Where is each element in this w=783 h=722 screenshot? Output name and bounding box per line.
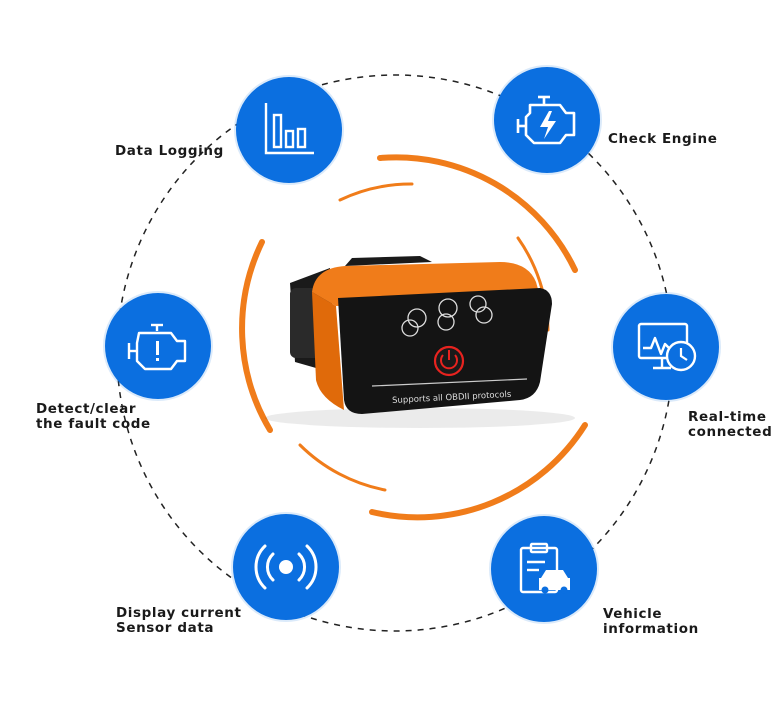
label-realtime-line1: Real-time — [688, 409, 767, 425]
label-realtime: Real-time connected — [688, 410, 772, 440]
power-button — [433, 345, 465, 377]
check-engine-badge — [494, 67, 600, 173]
label-vehicle-line1: Vehicle — [603, 606, 663, 622]
engine-warning-icon — [127, 323, 187, 371]
radio-waves-icon — [254, 544, 318, 590]
engine-lightning-icon — [516, 95, 576, 145]
label-sensor: Display current Sensor data — [116, 606, 242, 636]
label-vehicle-line2: information — [603, 621, 699, 637]
obd-device: Supports all OBDII protocols — [265, 256, 575, 428]
orange-arcs — [239, 154, 588, 521]
bar-chart-icon — [264, 103, 314, 155]
clipboard-car-icon — [519, 542, 570, 594]
monitor-clock-icon — [637, 322, 697, 372]
label-detect-clear: Detect/clear the fault code — [36, 402, 151, 432]
data-logging-badge — [236, 77, 342, 183]
fault-code-badge — [105, 293, 211, 399]
label-sensor-line2: Sensor data — [116, 620, 215, 636]
label-vehicle: Vehicle information — [603, 607, 699, 637]
label-sensor-line1: Display current — [116, 605, 242, 621]
label-data-logging: Data Logging — [115, 144, 224, 159]
vehicle-badge — [491, 516, 597, 622]
label-detect-clear-line1: Detect/clear — [36, 401, 137, 417]
sensor-badge — [233, 514, 339, 620]
label-check-engine-text: Check Engine — [608, 131, 718, 147]
realtime-badge — [613, 294, 719, 400]
label-data-logging-text: Data Logging — [115, 143, 224, 159]
label-check-engine: Check Engine — [608, 132, 717, 147]
label-realtime-line2: connected — [688, 424, 773, 440]
label-detect-clear-line2: the fault code — [36, 416, 151, 432]
